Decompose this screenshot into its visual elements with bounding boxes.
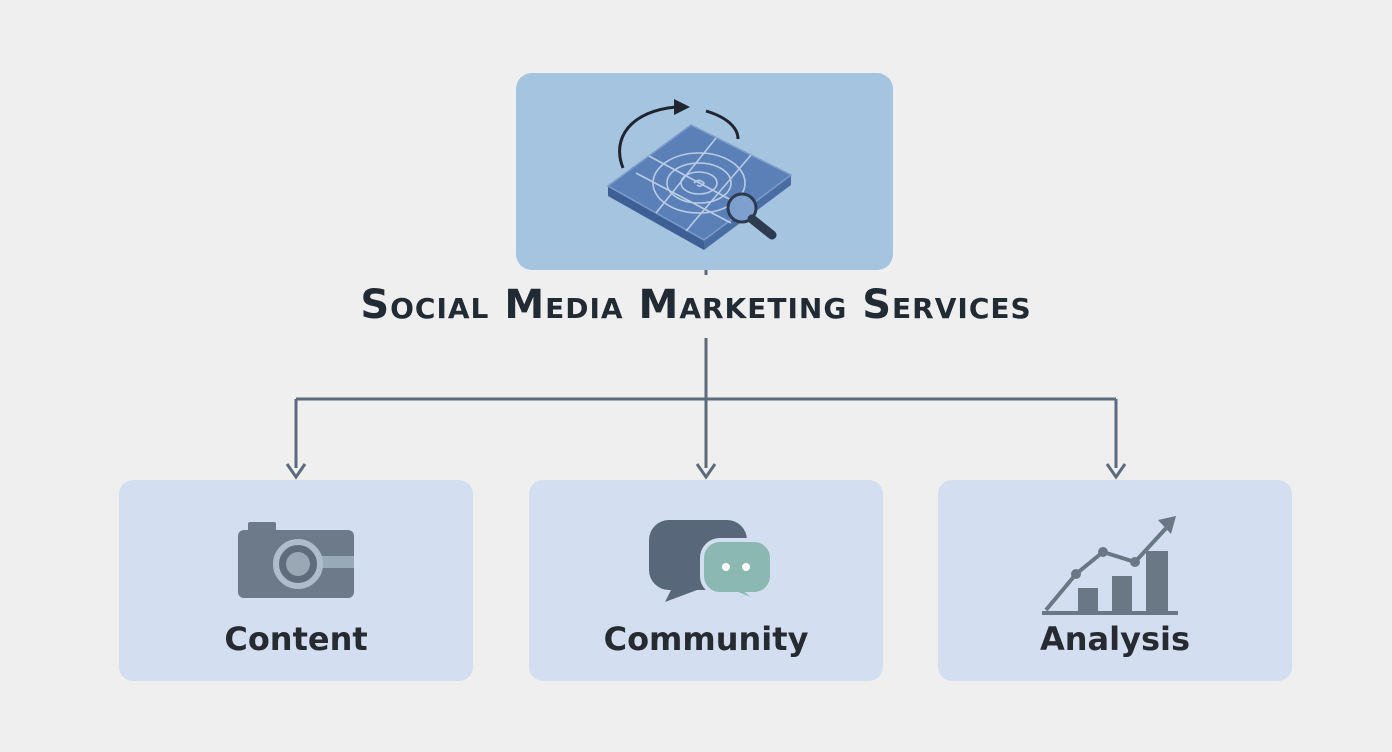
camera-icon [238,522,354,598]
content-label: Content [224,620,368,658]
chat-bubbles-icon [649,520,774,606]
community-box: Community [529,480,883,681]
analysis-box: Analysis [938,480,1292,681]
analysis-label: Analysis [1039,620,1191,658]
strategy-map-magnifier-icon [606,99,793,250]
top-service-box [516,73,893,270]
diagram-title: Social Media Marketing Services [360,282,1032,328]
community-label: Community [603,620,809,658]
growth-chart-icon [1042,516,1178,615]
content-box: Content [119,480,473,681]
